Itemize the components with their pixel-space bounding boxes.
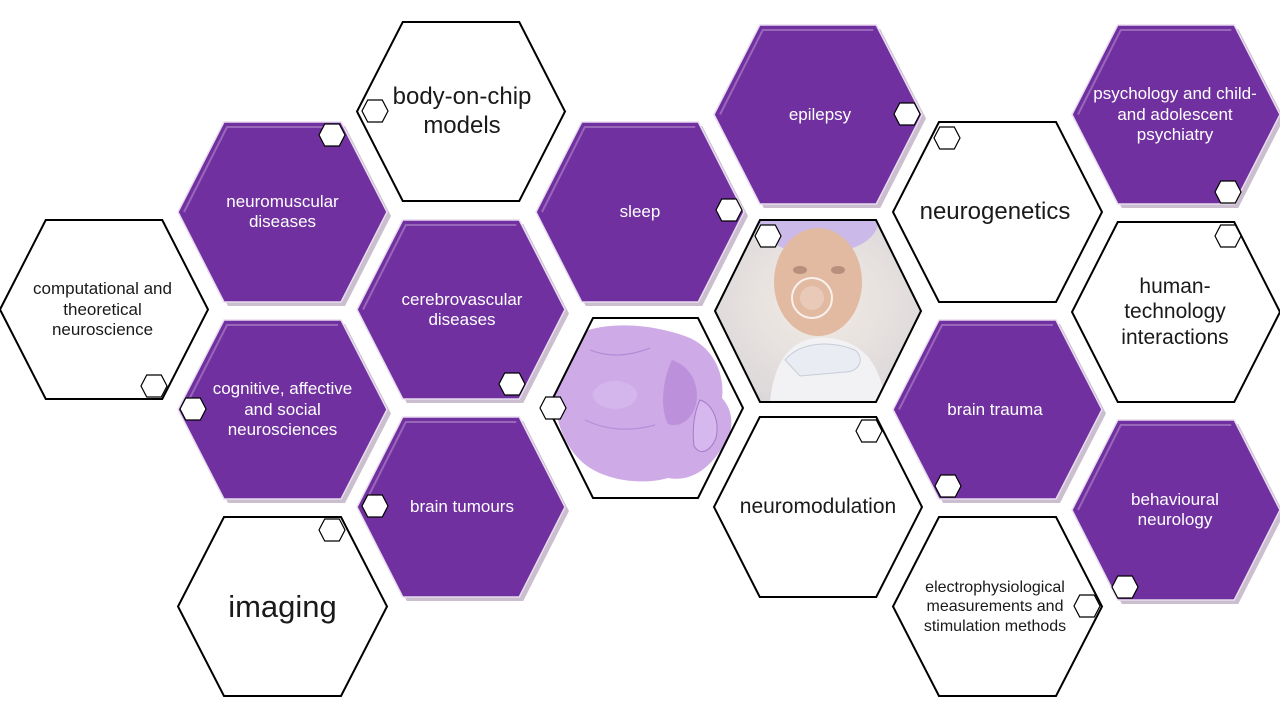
hex-tile-human-technology (1070, 221, 1280, 403)
hex-shape (713, 24, 923, 205)
hex-shape (891, 516, 1104, 697)
hex-tile-computational (0, 219, 210, 400)
hex-tile-neuromodulation (712, 416, 924, 598)
hex-tile-sleep (535, 121, 748, 306)
hex-shape (356, 219, 566, 400)
hex-tile-body-on-chip (355, 21, 567, 202)
small-hexagon-icon (1073, 594, 1101, 618)
hex-tile-neuromuscular (177, 121, 391, 306)
hex-shape (177, 121, 388, 303)
hex-tile-epilepsy (713, 24, 926, 208)
small-hexagon-icon (1214, 224, 1242, 248)
hex-tile-cerebrovascular (356, 219, 569, 403)
small-hexagon-icon (361, 99, 389, 123)
hex-bevel (183, 126, 339, 213)
hex-tile-psychology (1071, 24, 1280, 208)
small-hexagon-icon (179, 397, 207, 421)
researcher-with-gloved-hand-image (713, 219, 923, 403)
small-hexagon-icon (855, 419, 883, 443)
hex-tile-neurogenetics (891, 121, 1104, 303)
hex-tile-behavioural (1071, 419, 1280, 604)
hex-bevel (362, 224, 517, 310)
hex-shape (177, 319, 388, 500)
hex-tile-imaging (176, 516, 389, 697)
hex-bevel (719, 29, 874, 115)
small-hexagon-icon (933, 126, 961, 150)
hex-shape (1071, 24, 1280, 205)
small-hexagon-icon (1111, 575, 1139, 599)
hex-shape (892, 319, 1103, 500)
hex-shape (356, 416, 566, 598)
hex-shape (355, 21, 567, 202)
hex-shape (0, 219, 210, 400)
hex-tile-cognitive (177, 319, 391, 503)
small-hexagon-icon (539, 396, 567, 420)
hex-bevel (1077, 424, 1232, 511)
small-hexagon-icon (318, 123, 346, 147)
hex-bevel (362, 421, 517, 508)
small-hexagon-icon (893, 102, 921, 126)
hex-shape (535, 121, 745, 303)
hex-shape (176, 516, 389, 697)
hex-bevel (1077, 29, 1232, 115)
brain-tissue-section-image (546, 317, 745, 499)
small-hexagon-icon (715, 198, 743, 222)
hex-shape (712, 416, 924, 598)
hex-bevel (183, 324, 339, 410)
small-hexagon-icon (1214, 180, 1242, 204)
small-hexagon-icon (140, 374, 168, 398)
hex-tile-brain-trauma (892, 319, 1106, 503)
small-hexagon-icon (318, 518, 346, 542)
small-hexagon-icon (934, 474, 962, 498)
hex-shape (1070, 221, 1280, 403)
hex-bevel (541, 126, 696, 213)
hex-tile-electrophysiological (891, 516, 1104, 697)
hex-bevel (898, 324, 1054, 410)
small-hexagon-icon (498, 372, 526, 396)
hex-shape (891, 121, 1104, 303)
small-hexagon-icon (361, 494, 389, 518)
hex-shape (1071, 419, 1280, 601)
small-hexagon-icon (754, 224, 782, 248)
hex-tile-brain-tumours (356, 416, 569, 601)
